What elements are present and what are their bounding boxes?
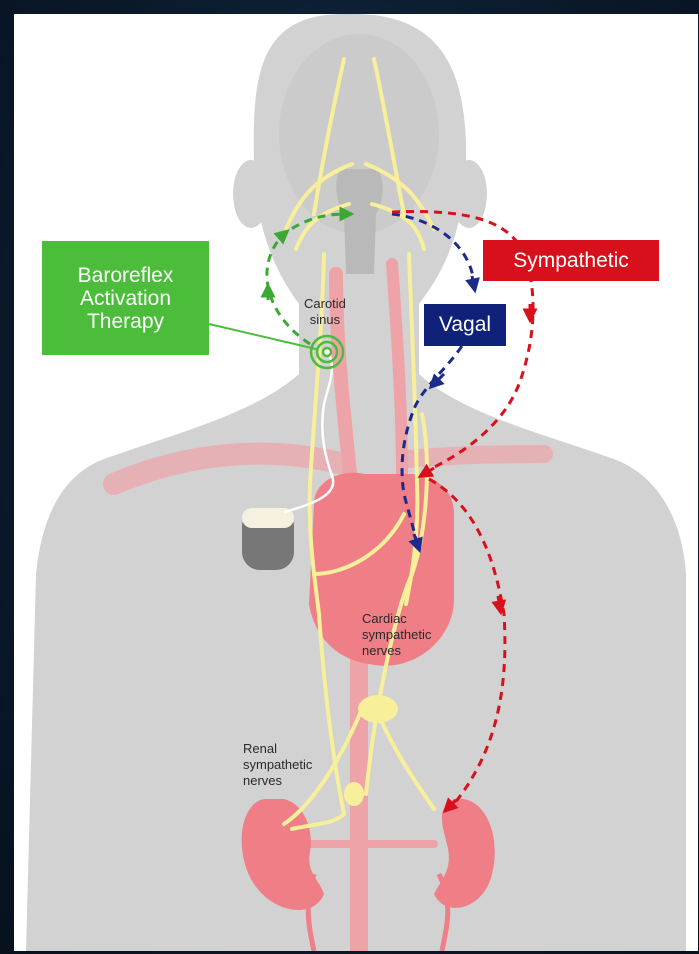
vagal-arrow-1 [472,276,474,286]
sympathetic-arrow-3 [498,596,500,608]
left-ear [233,160,269,228]
right-ear [451,160,487,228]
baroreflex-activation-therapy-box: Baroreflex Activation Therapy [42,241,209,355]
stimulator-device-icon [242,508,294,570]
anatomy-diagram [14,14,698,951]
diagram-frame: Baroreflex Activation Therapy Sympatheti… [14,14,698,951]
celiac-ganglion [358,695,398,723]
sympathetic-box: Sympathetic [483,240,659,281]
cardiac-nerves-label: Cardiac sympathetic nerves [362,611,431,659]
renal-nerves-label: Renal sympathetic nerves [243,741,312,789]
subclavian-right [409,454,544,459]
renal-ganglion [344,782,364,806]
vagal-box: Vagal [424,304,506,346]
carotid-sinus-label: Carotid sinus [304,296,346,328]
carotid-electrode-icon [311,336,343,368]
